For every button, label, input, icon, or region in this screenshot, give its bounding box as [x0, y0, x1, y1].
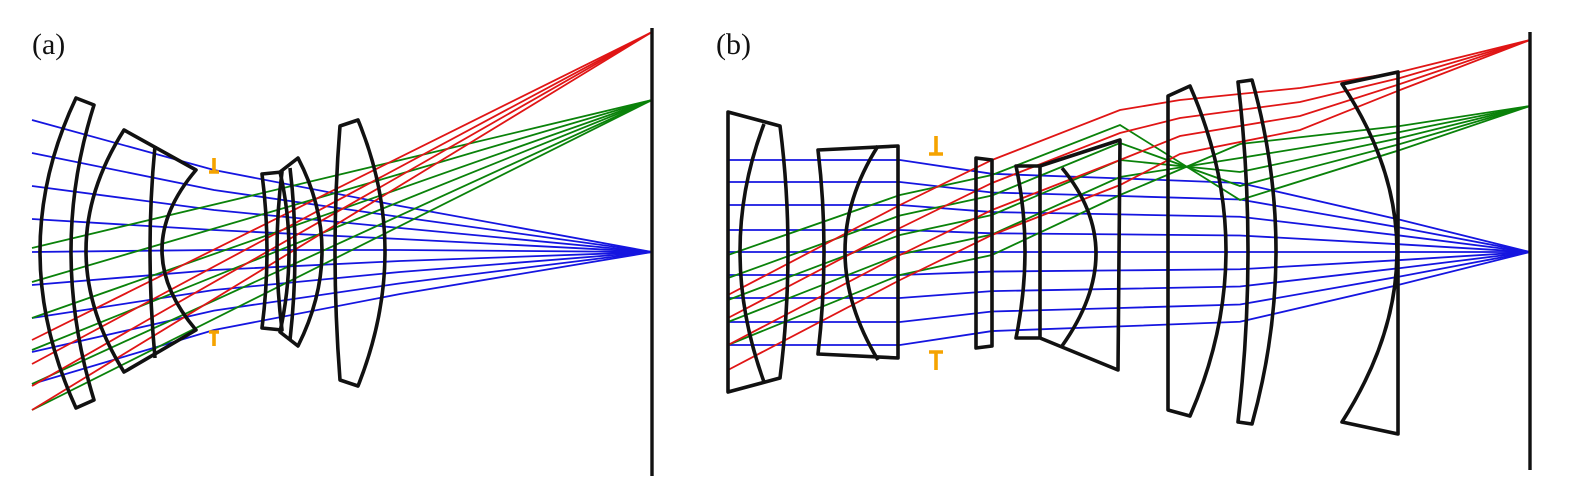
panel-a-blue-ray — [31, 119, 653, 253]
panel-b-lens-4-interface — [1038, 166, 1098, 348]
panel-b-stop-bottom — [929, 350, 943, 370]
panel-a-blue-ray — [31, 218, 653, 253]
panel-b-aperture-stop — [929, 136, 943, 370]
panel-a-blue-ray — [31, 152, 653, 253]
panel-b-lens-3 — [974, 156, 994, 350]
panel-a-lens-4 — [278, 156, 324, 348]
panel-b-lens-4 — [1014, 138, 1122, 372]
panel-a-stop-bottom — [209, 330, 219, 346]
panel-b-blue-ray — [728, 159, 1531, 253]
panel-a-green-ray — [31, 99, 653, 249]
panel-a-red-ray — [31, 31, 653, 365]
panel-b-lens-1 — [726, 110, 790, 394]
panel-b-lens-2-interface — [843, 145, 880, 361]
panel-a-label: (a) — [32, 28, 66, 61]
panel-a-stop-top — [209, 158, 219, 174]
panel-a-diagram — [31, 28, 654, 476]
panel-b-label: (b) — [716, 28, 751, 61]
panel-b-lens-5 — [1166, 84, 1228, 418]
panel-a-aperture-stop — [209, 158, 219, 346]
panel-a-lens-1 — [38, 96, 96, 410]
panel-b-blue-ray — [728, 229, 1531, 253]
panel-a-green-ray — [31, 99, 653, 411]
panel-b-green-ray — [727, 105, 1531, 256]
panel-b-red-ray — [727, 39, 1531, 346]
panel-b-lens-1-interface — [738, 123, 766, 383]
panel-a-blue-ray — [31, 251, 653, 385]
panel-a-green-ray — [31, 99, 653, 385]
panel-a-lens-2-interface — [148, 145, 157, 359]
panel-a-blue-ray — [31, 249, 653, 253]
panel-a-lenses — [38, 96, 387, 410]
panel-a-blue-ray — [31, 251, 653, 286]
panel-b-lens-2 — [816, 144, 900, 360]
panel-b-diagram — [726, 32, 1532, 470]
panel-b-lens-7 — [1340, 70, 1400, 436]
panel-a-red-ray — [31, 31, 653, 341]
panel-b-red-ray — [727, 39, 1531, 371]
panel-a-lens-4-interface — [288, 167, 297, 341]
panel-a-blue-ray — [31, 251, 653, 353]
panel-b-red-ray — [727, 39, 1531, 296]
panel-a-red-ray — [31, 31, 653, 411]
panel-a-red-ray — [31, 31, 653, 387]
panel-a-lens-5 — [333, 118, 387, 388]
panel-a-rays — [31, 31, 653, 411]
panel-b-lenses — [726, 70, 1400, 436]
panel-a-green-ray — [31, 99, 653, 283]
panel-b-rays — [727, 39, 1531, 371]
panel-b-lens-6 — [1236, 78, 1278, 426]
panel-a-lens-2 — [84, 128, 198, 374]
panel-b-stop-top — [929, 136, 943, 156]
panel-b-red-ray — [727, 39, 1531, 319]
panel-a-blue-ray — [31, 251, 653, 319]
panel-a-blue-ray — [31, 185, 653, 253]
